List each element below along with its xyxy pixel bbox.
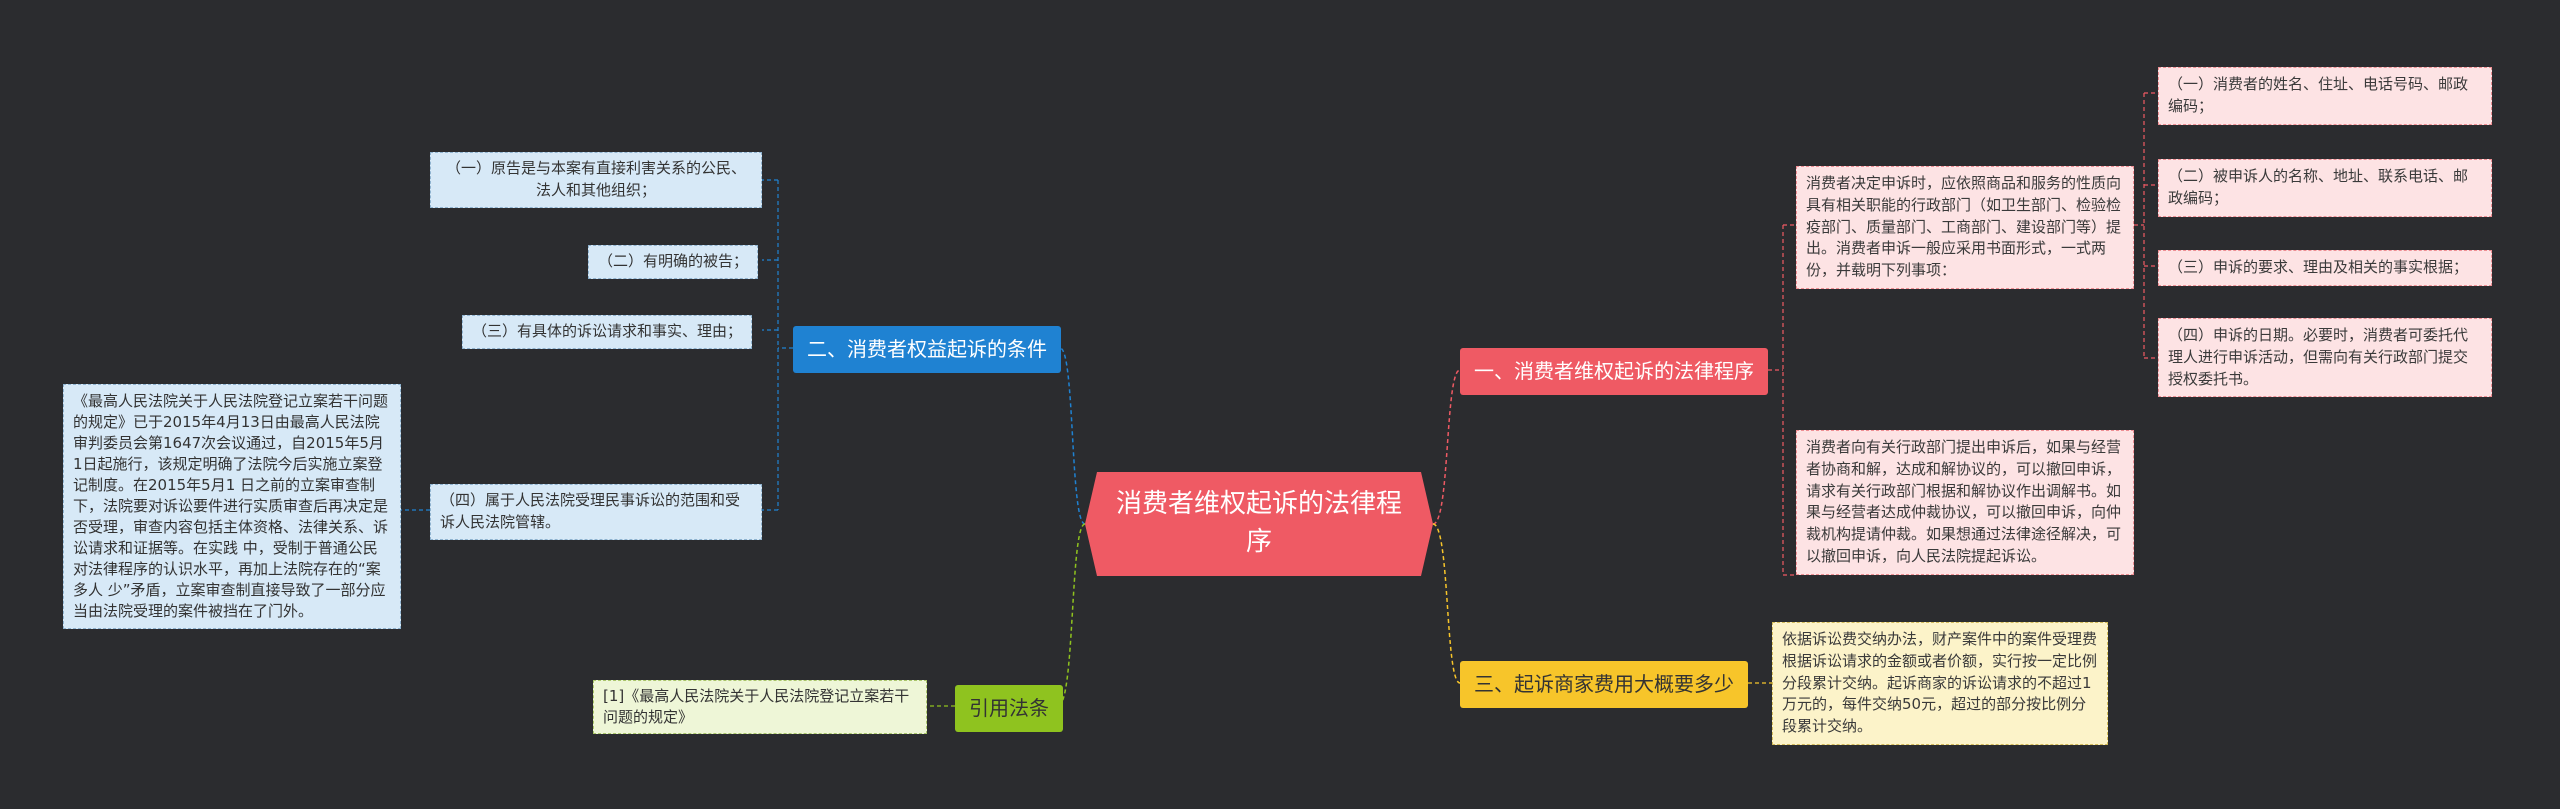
edge-central-procedure [1432,369,1461,525]
fees-item[interactable]: 依据诉讼费交纳办法，财产案件中的案件受理费根据诉讼请求的金额或者价额，实行按一定… [1772,622,2108,745]
condition-item-3-text: （三）有具体的诉讼请求和事实、理由； [472,322,743,340]
citation-item[interactable]: [1]《最高人民法院关于人民法院登记立案若干问题的规定》 [593,680,927,734]
procedure-complaint[interactable]: 消费者决定申诉时，应依照商品和服务的性质向具有相关职能的行政部门（如卫生部门、检… [1796,166,2134,289]
complaint-item-3[interactable]: （三）申诉的要求、理由及相关的事实根据； [2158,250,2492,286]
condition-item-2-text: （二）有明确的被告； [598,252,749,270]
complaint-item-2[interactable]: （二）被申诉人的名称、地址、联系电话、邮政编码； [2158,159,2492,217]
condition-item-1-text: （一）原告是与本案有直接利害关系的公民、法人和其他组织； [445,159,746,199]
complaint-item-4[interactable]: （四）申诉的日期。必要时，消费者可委托代理人进行申诉活动，但需向有关行政部门提交… [2158,318,2492,398]
condition-item-4-text: （四）属于人民法院受理民事诉讼的范围和受诉人民法院管辖。 [440,491,741,531]
fees-item-text: 依据诉讼费交纳办法，财产案件中的案件受理费根据诉讼请求的金额或者价额，实行按一定… [1782,630,2098,735]
procedure-mediation-text: 消费者向有关行政部门提出申诉后，如果与经营者协商和解，达成和解协议的，可以撤回申… [1806,438,2122,565]
procedure-mediation[interactable]: 消费者向有关行政部门提出申诉后，如果与经营者协商和解，达成和解协议的，可以撤回申… [1796,430,2134,575]
edge-procedure-bracket [1768,225,1784,575]
complaint-item-1[interactable]: （一）消费者的姓名、住址、电话号码、邮政编码； [2158,67,2492,125]
condition-item-1[interactable]: （一）原告是与本案有直接利害关系的公民、法人和其他组织； [430,152,762,208]
edge-central-citation [1057,523,1086,707]
citation-item-text: [1]《最高人民法院关于人民法院登记立案若干问题的规定》 [603,687,910,726]
procedure-complaint-text: 消费者决定申诉时，应依照商品和服务的性质向具有相关职能的行政部门（如卫生部门、检… [1806,174,2122,279]
central-topic-label: 消费者维权起诉的法律程序 [1115,489,1402,557]
condition-note-text: 《最高人民法院关于人民法院登记立案若干问题的规定》已于2015年4月13日由最高… [73,392,389,620]
condition-note[interactable]: 《最高人民法院关于人民法院登记立案若干问题的规定》已于2015年4月13日由最高… [63,384,401,629]
branch-procedure[interactable]: 一、消费者维权起诉的法律程序 [1460,348,1768,395]
condition-item-3[interactable]: （三）有具体的诉讼请求和事实、理由； [462,315,753,349]
condition-item-4[interactable]: （四）属于人民法院受理民事诉讼的范围和受诉人民法院管辖。 [430,484,762,540]
branch-fees-label: 三、起诉商家费用大概要多少 [1474,672,1734,696]
condition-item-2[interactable]: （二）有明确的被告； [588,245,759,279]
complaint-item-3-text: （三）申诉的要求、理由及相关的事实根据； [2168,258,2469,276]
complaint-item-4-text: （四）申诉的日期。必要时，消费者可委托代理人进行申诉活动，但需向有关行政部门提交… [2168,326,2469,388]
edge-central-fees [1432,523,1461,684]
branch-conditions[interactable]: 二、消费者权益起诉的条件 [793,326,1061,373]
branch-procedure-label: 一、消费者维权起诉的法律程序 [1474,359,1754,383]
branch-citation[interactable]: 引用法条 [955,685,1063,732]
complaint-item-1-text: （一）消费者的姓名、住址、电话号码、邮政编码； [2168,75,2469,115]
complaint-item-2-text: （二）被申诉人的名称、地址、联系电话、邮政编码； [2168,167,2469,207]
edge-complaint-bracket [2134,93,2145,358]
edge-conditions-bracket [777,180,793,510]
central-topic[interactable]: 消费者维权起诉的法律程序 [1085,472,1433,576]
branch-fees[interactable]: 三、起诉商家费用大概要多少 [1460,661,1748,708]
edge-central-conditions [1059,347,1086,525]
branch-citation-label: 引用法条 [969,696,1049,720]
branch-conditions-label: 二、消费者权益起诉的条件 [807,337,1047,361]
